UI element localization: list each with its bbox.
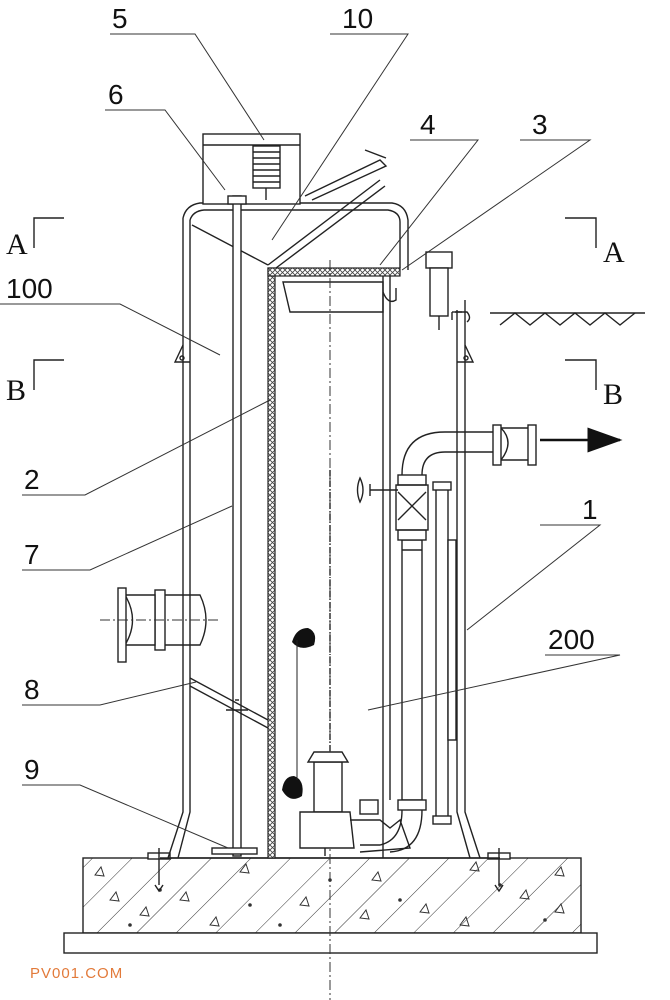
junction-box [382, 251, 462, 330]
section-b-left: B [6, 359, 64, 407]
concrete-foundation [63, 857, 598, 954]
label-1: 1 [582, 494, 598, 525]
svg-text:B: B [603, 378, 623, 411]
leader-lines [0, 33, 621, 849]
section-a-left: A [6, 217, 64, 261]
section-b-right: B [565, 359, 623, 411]
inlet-pipe [100, 587, 218, 663]
inner-tank [267, 267, 401, 859]
label-6: 6 [108, 79, 124, 110]
anchor-bolts [147, 848, 511, 893]
label-5: 5 [112, 3, 128, 34]
float-switch [282, 470, 331, 800]
svg-text:A: A [603, 236, 625, 269]
ground-level [490, 312, 645, 326]
label-10: 10 [342, 3, 373, 34]
label-100: 100 [6, 273, 53, 304]
label-4: 4 [420, 109, 436, 140]
control-box [202, 133, 301, 205]
base-plate [211, 847, 258, 855]
wall-lugs [173, 344, 475, 363]
section-a-right: A [565, 217, 625, 269]
label-200: 200 [548, 624, 595, 655]
motor-icon [252, 145, 281, 200]
watermark: PV001.COM [30, 965, 123, 982]
label-9: 9 [24, 754, 40, 785]
label-8: 8 [24, 674, 40, 705]
label-7: 7 [24, 539, 40, 570]
submersible-pump-icon [299, 751, 411, 856]
vent-handle [304, 149, 388, 201]
guide-rod [226, 195, 248, 857]
label-2: 2 [24, 464, 40, 495]
support-bracket [189, 677, 269, 721]
discharge-pipe [356, 424, 623, 853]
top-guide-ladder [267, 179, 386, 269]
svg-text:B: B [6, 374, 26, 407]
svg-text:A: A [6, 228, 28, 261]
label-3: 3 [532, 109, 548, 140]
